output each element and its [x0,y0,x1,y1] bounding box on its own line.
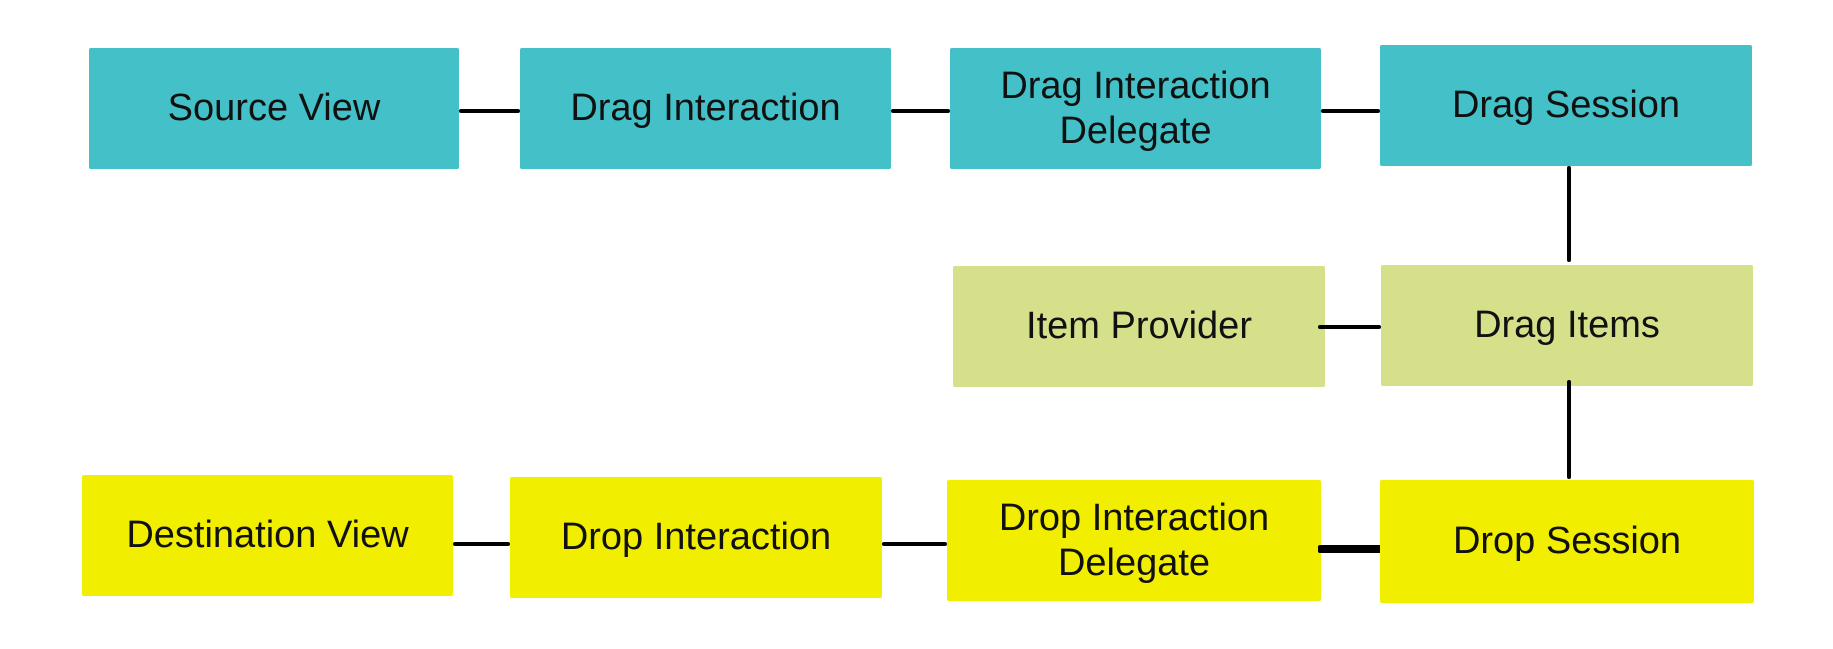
node-drag-session: Drag Session [1380,45,1752,166]
node-label: Drop Interaction Delegate [998,496,1270,584]
node-label: Destination View [126,514,409,557]
node-label: Drag Interaction Delegate [1000,64,1271,152]
connector-source-view-to-drag-interaction [459,109,520,113]
node-label: Drag Items [1474,304,1660,347]
connector-drag-items-to-drop-session [1567,380,1571,479]
node-label: Drag Session [1451,84,1681,127]
connector-drag-interaction-to-delegate [891,109,950,113]
connector-destination-view-to-drop-interaction [453,542,510,546]
node-label: Drag Interaction [570,87,841,130]
connector-delegate-to-drag-session [1321,109,1380,113]
node-drop-interaction: Drop Interaction [510,477,882,598]
node-drag-interaction: Drag Interaction [520,48,891,169]
node-label: Item Provider [1026,305,1252,348]
node-source-view: Source View [89,48,459,169]
node-drag-items: Drag Items [1381,265,1753,386]
connector-delegate-to-drop-session [1318,545,1382,553]
node-drop-interaction-delegate: Drop Interaction Delegate [947,480,1321,601]
connector-drag-session-to-drag-items [1567,166,1571,262]
node-drop-session: Drop Session [1380,480,1754,603]
connector-item-provider-to-drag-items [1318,325,1381,329]
node-item-provider: Item Provider [953,266,1325,387]
node-label: Drop Session [1452,520,1682,563]
connector-drop-interaction-to-delegate [882,542,947,546]
node-label: Source View [167,87,381,130]
node-drag-interaction-delegate: Drag Interaction Delegate [950,48,1321,169]
node-label: Drop Interaction [560,516,832,559]
node-destination-view: Destination View [82,475,453,596]
